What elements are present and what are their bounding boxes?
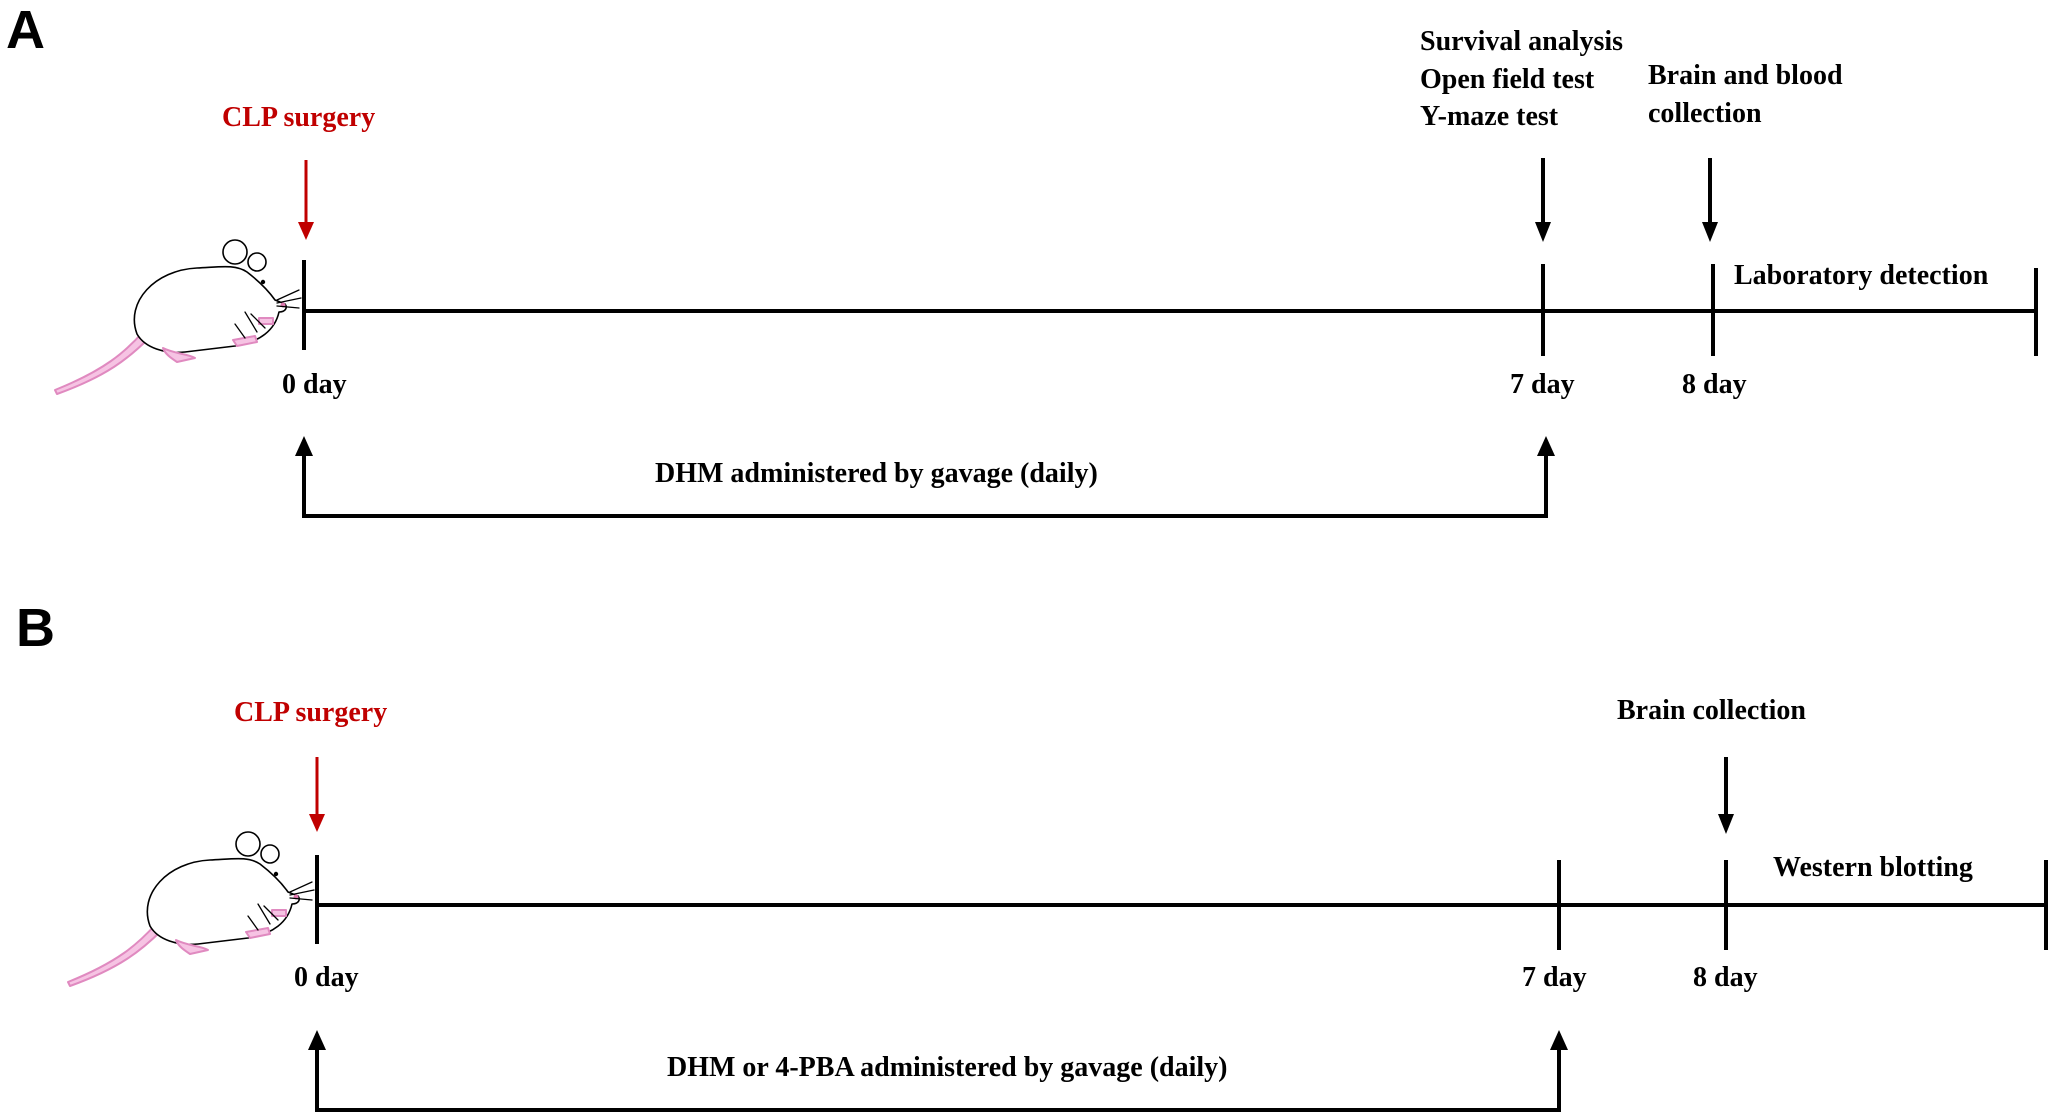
day8-event-arrowhead	[1702, 222, 1718, 242]
panel-a: A CLP surgery Survival analysis Open fie…	[6, 0, 2038, 518]
day-label-7: 7 day	[1522, 962, 1587, 993]
panel-b: B CLP surgery Brain collection Western b…	[16, 598, 2048, 1112]
mouse-icon	[67, 831, 315, 987]
day-label-8: 8 day	[1693, 962, 1758, 993]
day-label-8: 8 day	[1682, 369, 1747, 400]
clp-arrowhead	[298, 222, 314, 240]
post-label: Western blotting	[1773, 852, 1973, 883]
event-survival-analysis: Survival analysis	[1420, 26, 1623, 57]
treatment-arrowhead-start	[308, 1030, 326, 1050]
treatment-label: DHM or 4-PBA administered by gavage (dai…	[667, 1052, 1228, 1083]
mouse-icon	[54, 239, 302, 395]
day-label-0: 0 day	[294, 962, 359, 993]
event-open-field-test: Open field test	[1420, 64, 1595, 95]
day8-event-arrowhead	[1718, 814, 1734, 834]
day-label-0: 0 day	[282, 369, 347, 400]
day-label-7: 7 day	[1510, 369, 1575, 400]
event-y-maze-test: Y-maze test	[1420, 101, 1559, 132]
treatment-bracket	[315, 1044, 1561, 1112]
panel-label-b: B	[16, 598, 55, 658]
event-collection: collection	[1648, 98, 1762, 129]
treatment-label: DHM administered by gavage (daily)	[655, 458, 1098, 489]
clp-surgery-label: CLP surgery	[222, 102, 375, 133]
event-brain-blood: Brain and blood	[1648, 60, 1843, 91]
panel-label-a: A	[6, 0, 45, 60]
day7-event-arrowhead	[1535, 222, 1551, 242]
treatment-bracket	[302, 450, 1548, 518]
clp-surgery-label: CLP surgery	[234, 697, 387, 728]
treatment-arrowhead-end	[1550, 1030, 1568, 1050]
event-brain-collection: Brain collection	[1617, 695, 1806, 726]
treatment-arrowhead-start	[295, 436, 313, 456]
clp-arrowhead	[309, 814, 325, 832]
post-label: Laboratory detection	[1734, 260, 1989, 291]
treatment-arrowhead-end	[1537, 436, 1555, 456]
